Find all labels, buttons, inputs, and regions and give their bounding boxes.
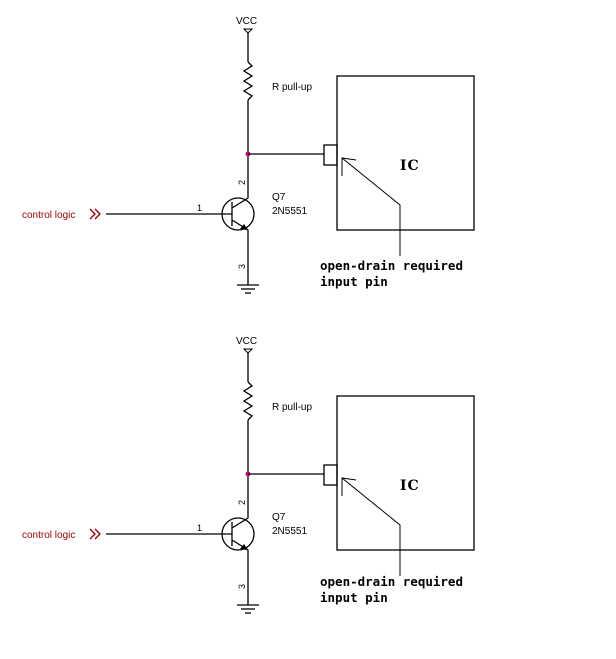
port-chevron-2 [94,528,101,540]
port-chevron-1 [89,208,96,220]
annotation-arrowhead [341,157,357,176]
pull-up-resistor [242,61,254,101]
control-logic-label: control logic [22,210,75,221]
resistor-label: R pull-up [272,82,312,93]
transistor-part: 2N5551 [272,526,307,537]
annotation-line-1: open-drain required [320,258,463,273]
transistor-collector [231,180,249,209]
circuit-2: VCC R pull-up IC open-drain required inp… [22,336,475,614]
ic-label: IC [400,158,420,174]
ic-input-pin [323,144,338,166]
ic-box [336,75,475,231]
pin-3-label: 3 [237,584,247,589]
annotation-line-2: input pin [320,590,388,605]
port-chevron-2 [94,208,101,220]
resistor-label: R pull-up [272,402,312,413]
pin-2-label: 2 [237,500,247,505]
emitter-arrow [240,224,248,230]
pull-up-resistor [242,381,254,421]
annotation-line-2: input pin [320,274,388,289]
pin-1-label: 1 [197,523,202,533]
transistor-collector [231,500,249,529]
vcc-label: VCC [236,336,257,347]
annotation-arrowhead [341,477,357,496]
transistor-part: 2N5551 [272,206,307,217]
ic-input-pin [323,464,338,486]
port-chevron-1 [89,528,96,540]
control-logic-label: control logic [22,530,75,541]
transistor-ref: Q7 [272,512,286,523]
annotation-line-1: open-drain required [320,574,463,589]
transistor-ref: Q7 [272,192,286,203]
ic-label: IC [400,478,420,494]
pin-1-label: 1 [197,203,202,213]
annotation-leader [341,477,401,576]
pin-2-label: 2 [237,180,247,185]
emitter-arrow [240,544,248,550]
vcc-symbol [242,348,254,354]
pin-3-label: 3 [237,264,247,269]
vcc-label: VCC [236,16,257,27]
annotation-leader [341,157,401,256]
ic-box [336,395,475,551]
vcc-symbol [242,28,254,34]
circuit-1: VCC R pull-up IC open-drain required inp… [22,16,475,294]
